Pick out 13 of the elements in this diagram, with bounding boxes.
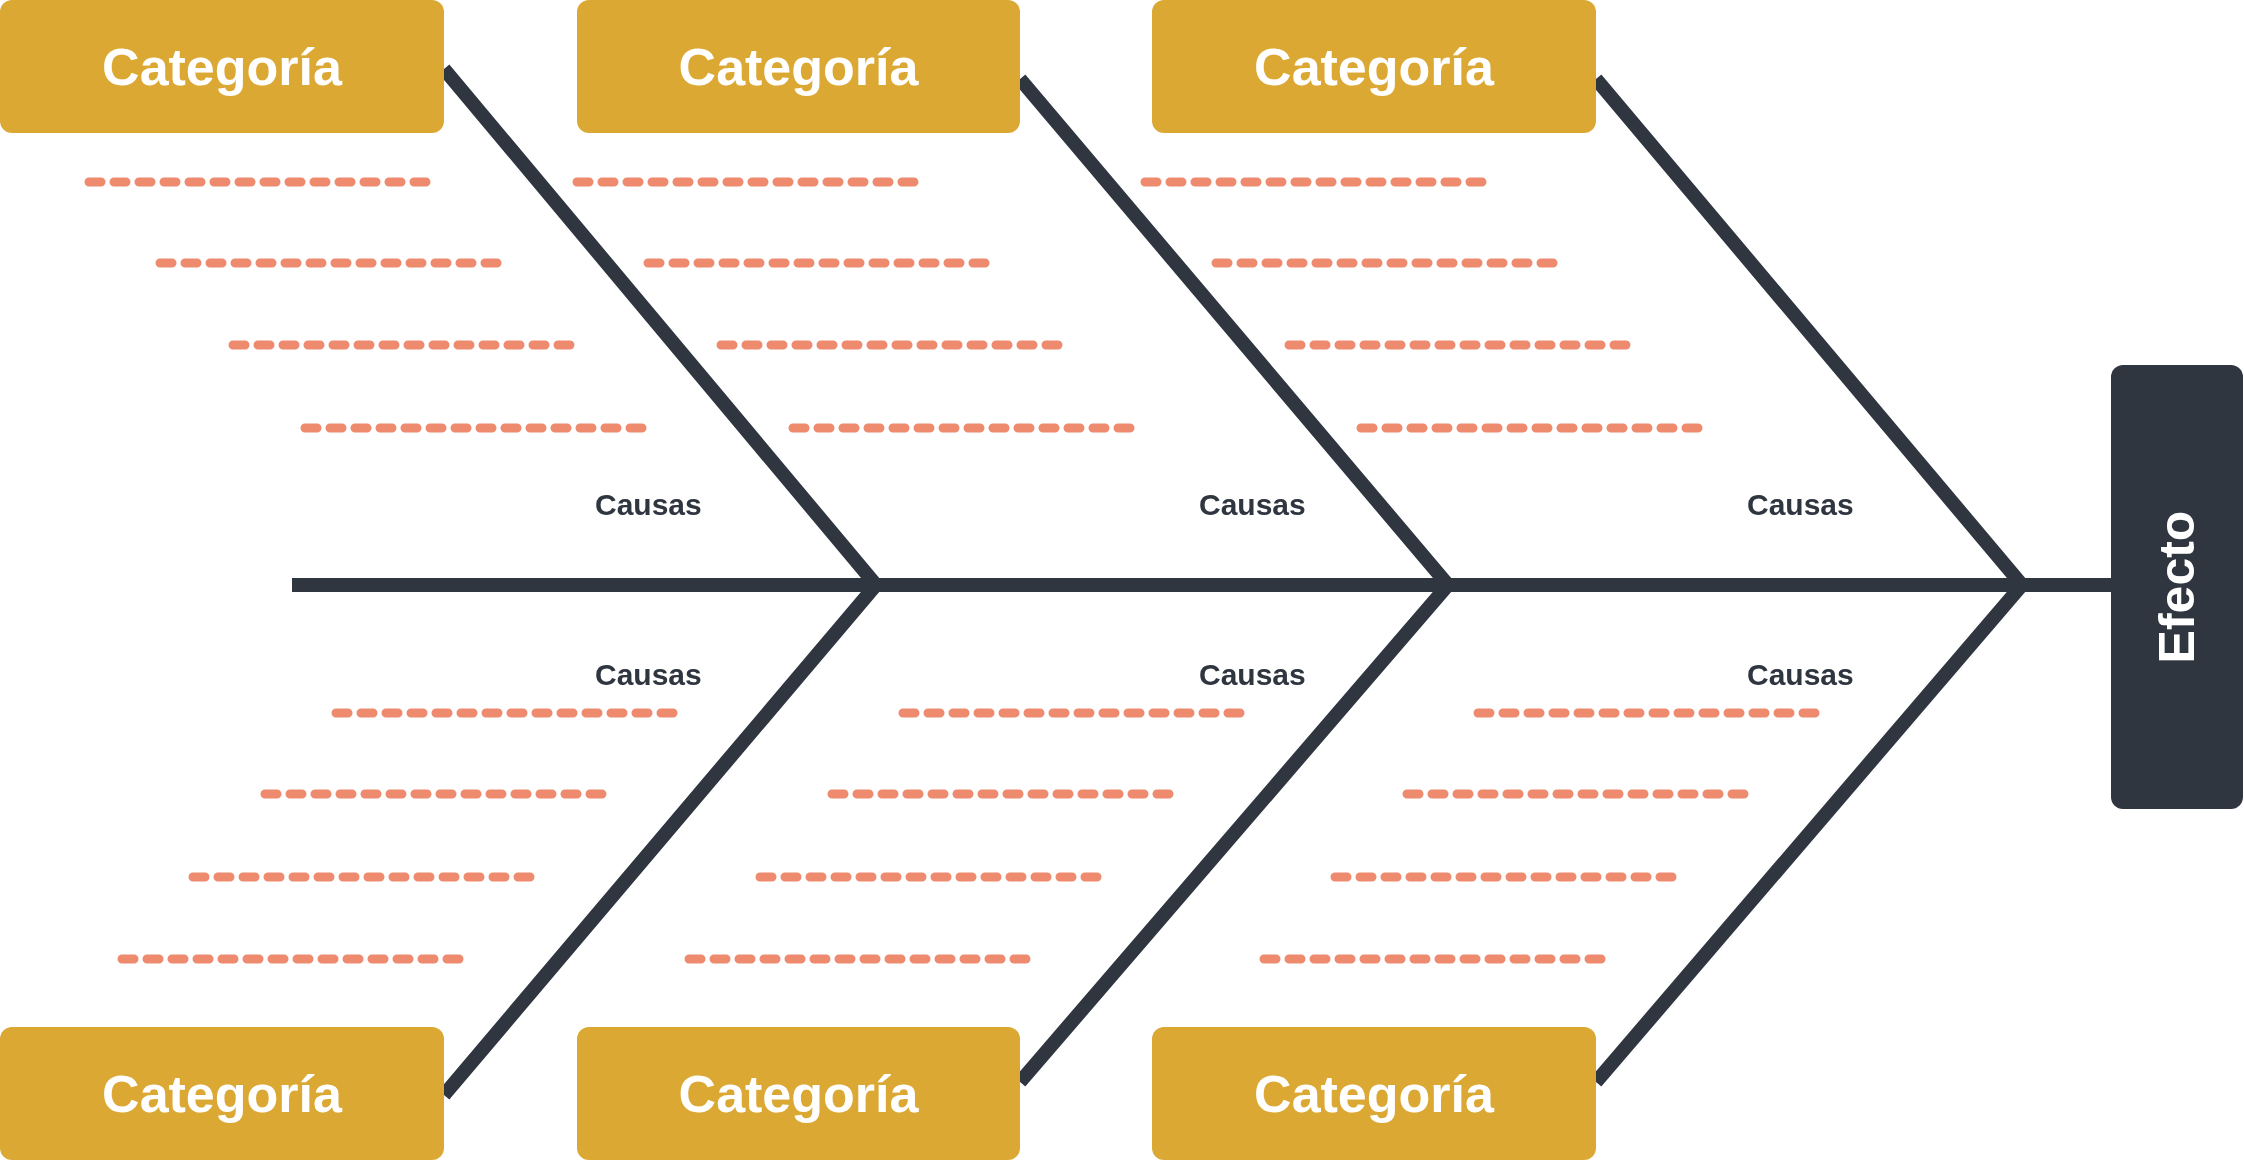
cause-label: Causas (595, 488, 702, 522)
category-box: Categoría (0, 1027, 444, 1160)
cause-label: Causas (595, 658, 702, 692)
category-box: Categoría (1152, 1027, 1596, 1160)
category-box: Categoría (577, 0, 1020, 133)
cause-label: Causas (1199, 488, 1306, 522)
cause-label: Causas (1747, 488, 1854, 522)
category-box: Categoría (0, 0, 444, 133)
category-box: Categoría (577, 1027, 1020, 1160)
effect-box: Efecto (2111, 365, 2243, 809)
cause-label: Causas (1199, 658, 1306, 692)
category-box: Categoría (1152, 0, 1596, 133)
cause-label: Causas (1747, 658, 1854, 692)
